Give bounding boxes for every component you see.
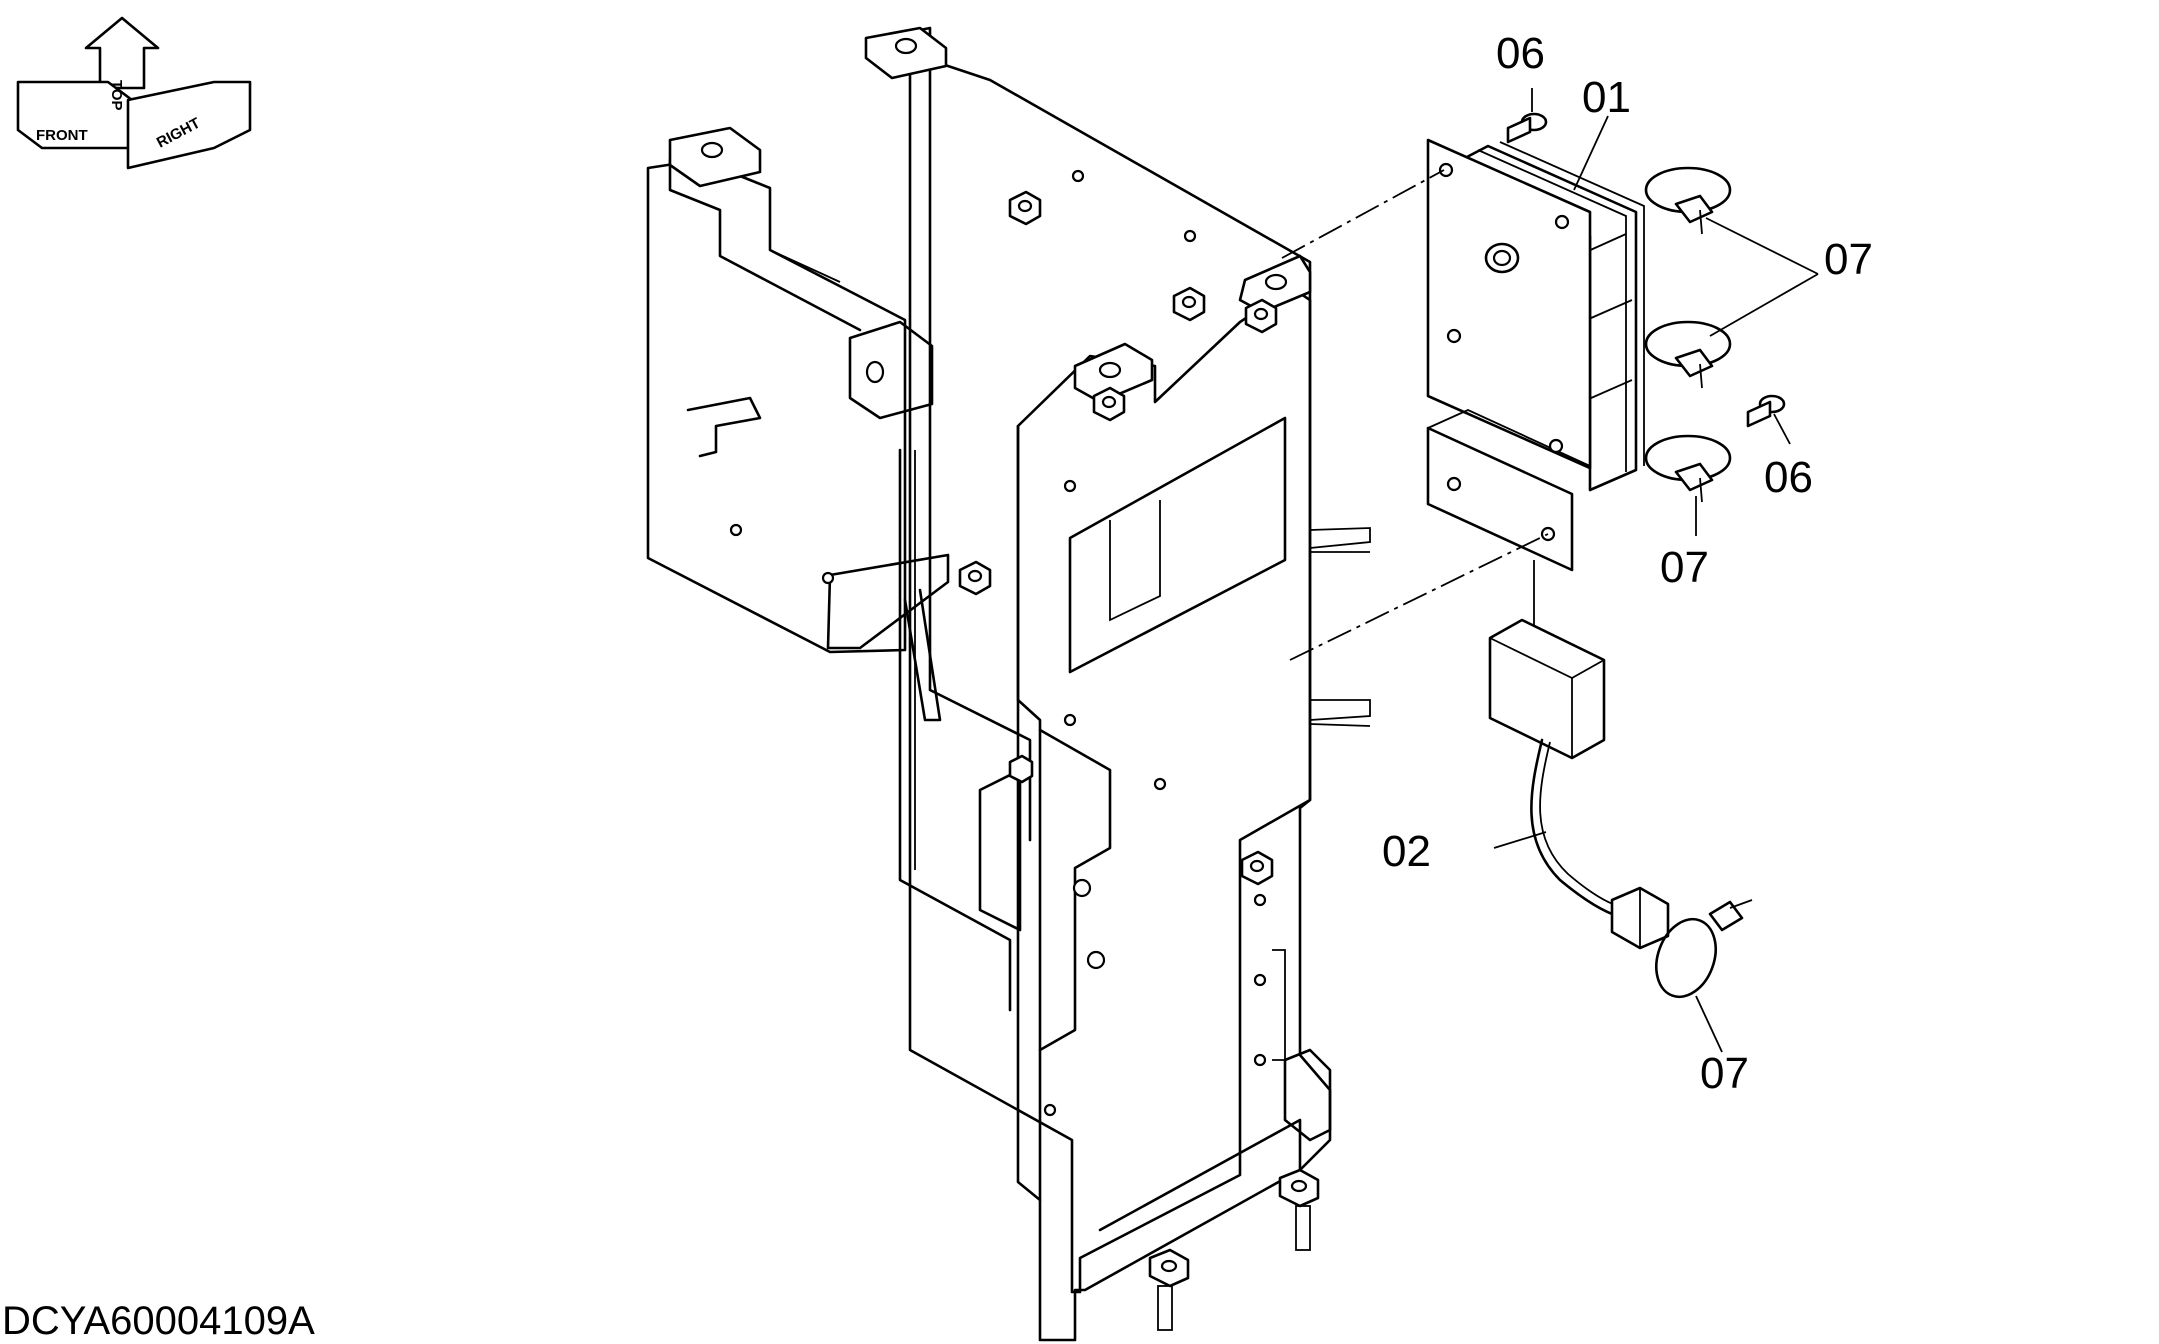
callout-07-lower: 07 bbox=[1700, 1049, 1749, 1098]
part-06-screw-top bbox=[1506, 112, 1548, 144]
part-02-wiring-harness bbox=[1488, 618, 1670, 950]
part-07-cable-tie-2 bbox=[1644, 320, 1732, 389]
leader-lines bbox=[1493, 88, 1819, 1053]
assembly-lines bbox=[1281, 169, 1549, 661]
frame-nuts bbox=[958, 190, 1320, 1331]
part-01-control-module bbox=[1426, 138, 1645, 572]
part-07-cable-tie-4 bbox=[1655, 899, 1753, 999]
callout-07-upper: 07 bbox=[1824, 235, 1873, 284]
callout-06-right: 06 bbox=[1764, 453, 1813, 502]
callout-01: 01 bbox=[1582, 73, 1631, 122]
callout-02: 02 bbox=[1382, 827, 1431, 876]
callout-06-top: 06 bbox=[1496, 29, 1545, 78]
frame-holes bbox=[729, 169, 1267, 1117]
mounting-bracket-frame bbox=[646, 26, 1371, 1342]
drawing-code: DCYA60004109A bbox=[2, 1299, 315, 1343]
orientation-badge: FRONT TOP RIGHT bbox=[16, 16, 252, 170]
part-07-cable-tie-1 bbox=[1644, 166, 1732, 235]
part-07-cable-tie-3 bbox=[1644, 434, 1732, 503]
callout-07-middle: 07 bbox=[1660, 543, 1709, 592]
orientation-arrows-icon bbox=[16, 16, 252, 170]
part-06-screw-right bbox=[1746, 394, 1786, 428]
badge-label-top: TOP bbox=[108, 80, 125, 111]
badge-label-front: FRONT bbox=[36, 127, 88, 144]
